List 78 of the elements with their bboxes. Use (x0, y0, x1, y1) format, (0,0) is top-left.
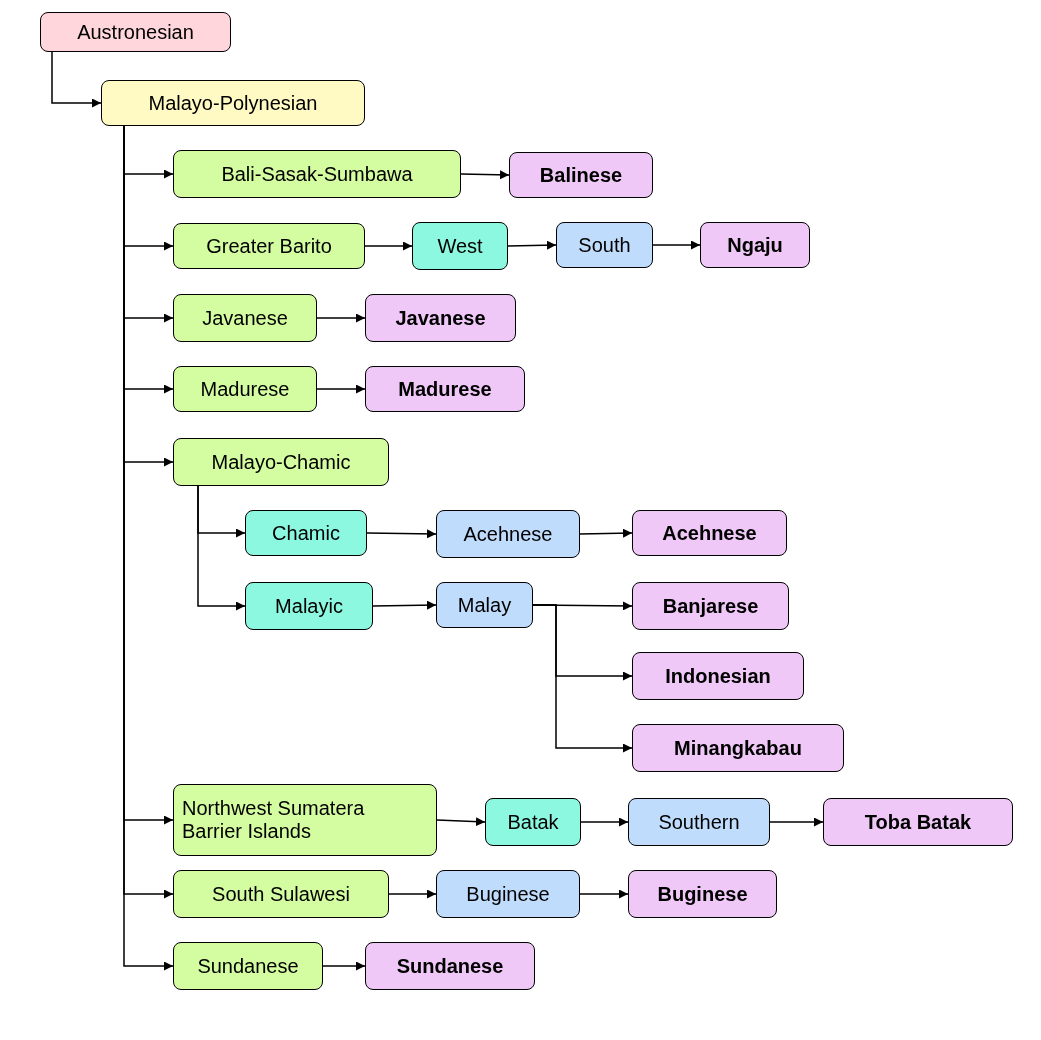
arrow (532, 604, 633, 753)
arrow (579, 889, 629, 899)
arrow (580, 817, 629, 827)
subgroup-box (436, 870, 580, 918)
subgroup-box (245, 510, 367, 556)
language-name: Acehnese (463, 522, 553, 546)
language-box (632, 652, 804, 700)
language-name: Ngaju (727, 233, 783, 257)
language-box (628, 870, 777, 918)
subgroup-box (245, 582, 373, 630)
language-name: Javanese (395, 306, 486, 330)
branch-box (101, 80, 365, 126)
arrow (652, 240, 701, 250)
subgroup-box (485, 798, 581, 846)
group-box (173, 223, 365, 269)
language-name: South Sulawesi (212, 882, 350, 906)
group-box (173, 150, 461, 198)
language-box (365, 366, 525, 412)
language-name: Malayo-Polynesian (148, 91, 318, 115)
language-name: Toba Batak (864, 810, 972, 834)
language-box (632, 510, 787, 556)
language-name: Austronesian (77, 20, 194, 44)
language-name: South (578, 233, 631, 257)
language-name: Minangkabau (674, 736, 802, 760)
group-box (173, 784, 437, 856)
arrow (364, 241, 413, 251)
language-name: Banjarese (662, 594, 759, 618)
arrow (436, 817, 486, 827)
language-name: Javanese (202, 306, 288, 330)
arrow (388, 889, 437, 899)
language-name: Malayic (275, 594, 343, 618)
subgroup-box (436, 510, 580, 558)
language-name: Balinese (539, 163, 623, 187)
language-box (823, 798, 1013, 846)
language-box (365, 942, 535, 990)
group-box (173, 294, 317, 342)
group-box (173, 366, 317, 412)
language-name: Buginese (466, 882, 550, 906)
group-box (173, 942, 323, 990)
language-box (365, 294, 516, 342)
language-name: Malay (457, 593, 512, 617)
arrow (51, 51, 102, 108)
family-box (40, 12, 231, 52)
language-name: Chamic (272, 521, 340, 545)
arrow (316, 384, 366, 394)
arrow (460, 170, 510, 180)
arrow (197, 485, 246, 611)
arrow (372, 600, 437, 610)
language-name: Buginese (657, 882, 748, 906)
arrow (579, 528, 633, 538)
language-name: Indonesian (665, 664, 771, 688)
arrow (769, 817, 824, 827)
language-name: Acehnese (662, 521, 757, 545)
language-name: Batak (507, 810, 559, 834)
language-name: Sundanese (197, 954, 299, 978)
language-name: Southern (658, 810, 740, 834)
subgroup-box (628, 798, 770, 846)
subgroup-box (436, 582, 533, 628)
language-name: Bali-Sasak-Sumbawa (221, 162, 413, 186)
group-box (173, 438, 389, 486)
arrow (322, 961, 366, 971)
language-name: Northwest Sumatera Barrier Islands (182, 797, 366, 843)
subgroup-box (556, 222, 653, 268)
arrow (366, 529, 437, 539)
language-box (509, 152, 653, 198)
language-name: Madurese (398, 377, 492, 401)
arrow (316, 313, 366, 323)
group-box (173, 870, 389, 918)
language-box (700, 222, 810, 268)
language-name: Sundanese (396, 954, 504, 978)
language-name: Madurese (200, 377, 290, 401)
language-name: Malayo-Chamic (211, 450, 351, 474)
arrow (507, 240, 557, 250)
language-name: West (437, 234, 483, 258)
language-name: Greater Barito (206, 234, 332, 258)
language-box (632, 582, 789, 630)
subgroup-box (412, 222, 508, 270)
language-box (632, 724, 844, 772)
